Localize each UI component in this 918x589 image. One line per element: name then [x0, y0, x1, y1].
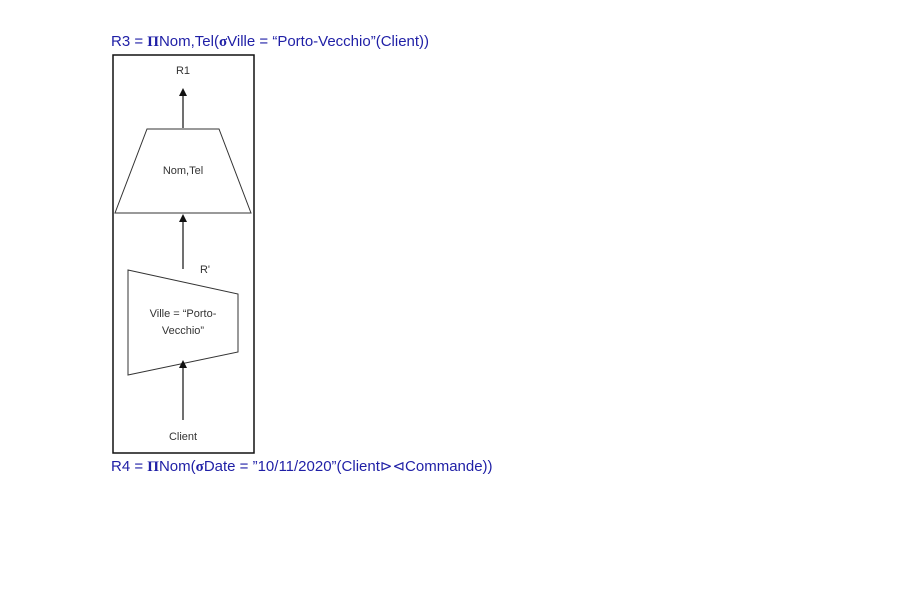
- formula-r3-attributes: Nom,Tel(: [158, 33, 219, 50]
- selection-condition-line2: Vecchio”: [162, 325, 205, 337]
- selection-symbol: σ: [195, 459, 204, 475]
- formula-r3-equals: =: [130, 33, 148, 50]
- selection-symbol: σ: [218, 34, 228, 50]
- source-relation-client: Client: [169, 431, 197, 443]
- selection-trapezoid: [127, 269, 239, 376]
- formula-r4-condition: Date = ”10/11/2020”(Client⊳⊲Commande)): [203, 458, 493, 475]
- formula-r3-condition: Ville = “Porto-Vecchio”(Client)): [227, 33, 430, 50]
- formula-r4: R4 = ΠNom(σDate = ”10/11/2020”(Client⊳⊲C…: [111, 458, 493, 476]
- result-label-r1: R1: [176, 65, 190, 77]
- projection-symbol: Π: [147, 34, 159, 50]
- projection-trapezoid: [114, 128, 252, 214]
- formula-r4-equals: =: [130, 458, 148, 475]
- projection-symbol: Π: [147, 459, 159, 475]
- selection-condition-line1: Ville = “Porto-: [150, 308, 217, 320]
- formula-r4-label: R4: [111, 458, 131, 475]
- projection-attributes-label: Nom,Tel: [163, 165, 203, 177]
- formula-r4-attributes: Nom(: [158, 458, 196, 475]
- formula-r3-label: R3: [111, 33, 131, 50]
- query-tree-diagram: R1 Nom,Tel R' Ville = “Porto- Vecchio” C…: [112, 54, 255, 454]
- formula-r3: R3 = ΠNom,Tel(σVille = “Porto-Vecchio”(C…: [111, 33, 429, 51]
- intermediate-relation-label: R': [200, 264, 210, 276]
